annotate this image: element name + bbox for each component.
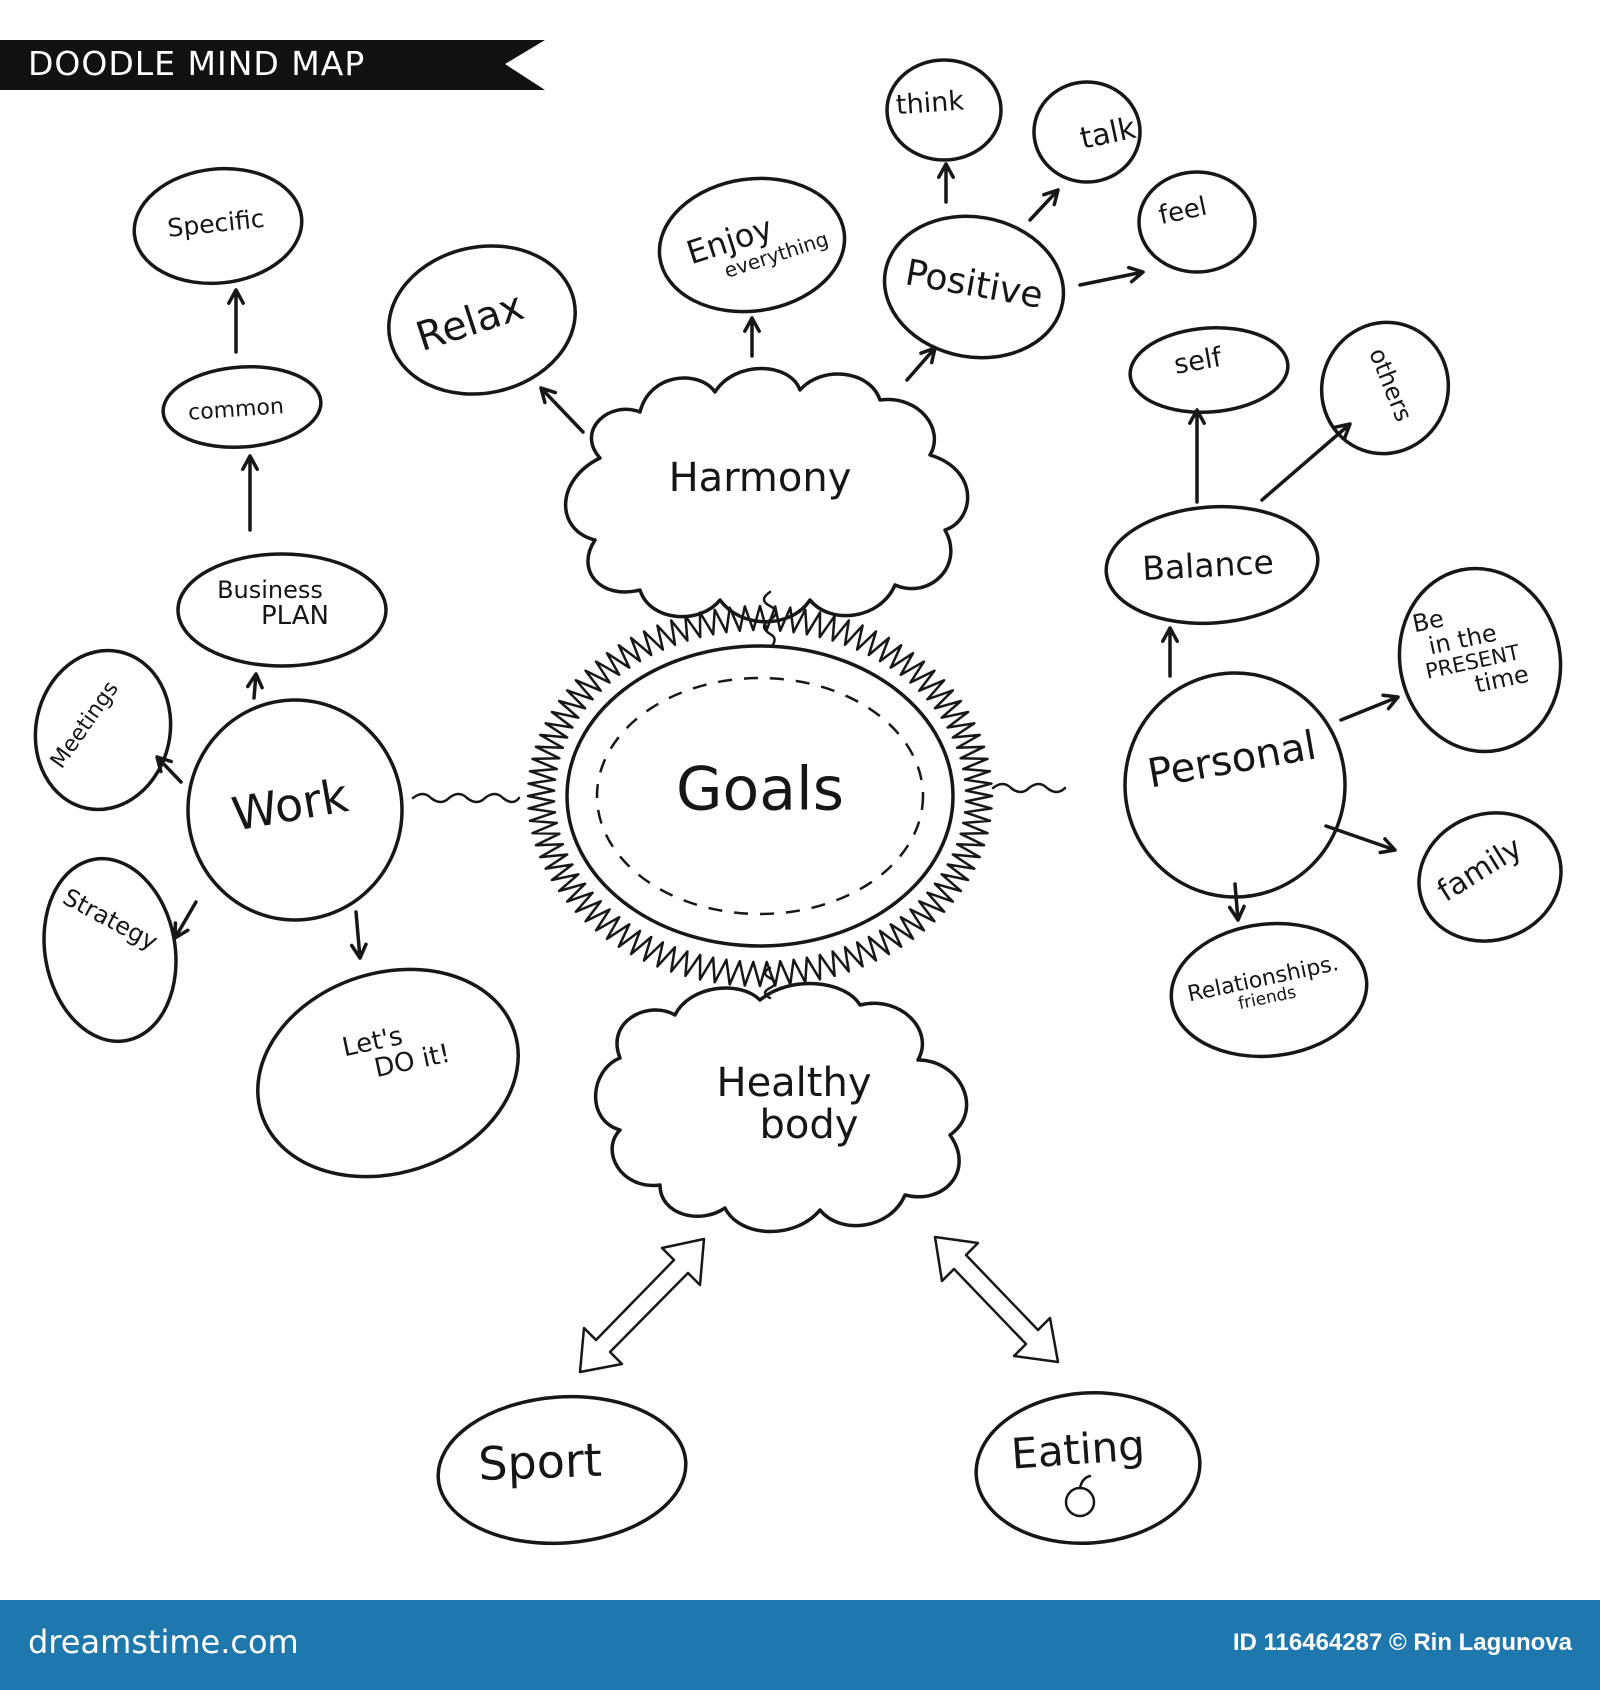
arrow-personal-present xyxy=(1339,693,1400,722)
arrow-work-business xyxy=(245,672,264,700)
node-present: Be in the PRESENT time xyxy=(1409,591,1531,708)
healthy-eating-double-arrow xyxy=(933,1235,1060,1364)
arrow-harmony-relax xyxy=(539,386,585,434)
goals-healthy-squiggle xyxy=(763,966,777,1000)
present-ellipse xyxy=(1397,566,1563,754)
specific-ellipse xyxy=(132,166,304,286)
arrow-business-common xyxy=(241,454,259,532)
node-balance: Balance xyxy=(1141,542,1275,589)
others-ellipse xyxy=(1319,320,1451,456)
family-ellipse xyxy=(1417,811,1563,943)
node-sport: Sport xyxy=(477,1432,603,1491)
connector-arrows xyxy=(155,162,1400,960)
self-ellipse xyxy=(1128,325,1290,415)
arrow-positive-think xyxy=(937,162,955,204)
goals-sunburst xyxy=(526,604,994,988)
arrow-balance-self xyxy=(1188,408,1206,504)
work-circle xyxy=(186,698,404,922)
meetings-ellipse xyxy=(33,648,173,812)
node-business-plan-line2: PLAN xyxy=(261,600,329,631)
lets-do-it-ellipse xyxy=(256,967,520,1179)
goals-personal-squiggle xyxy=(991,782,1067,794)
arrow-personal-relationships xyxy=(1227,882,1246,922)
node-think: think xyxy=(894,85,965,122)
arrow-personal-family xyxy=(1324,824,1397,855)
goals-outer-ellipse xyxy=(565,644,955,948)
feel-ellipse xyxy=(1137,170,1257,274)
enjoy-ellipse xyxy=(657,176,847,314)
apple-doodle xyxy=(1064,1486,1096,1518)
relationships-ellipse xyxy=(1169,921,1369,1059)
healthy-sport-double-arrow xyxy=(578,1237,706,1374)
arrow-harmony-positive xyxy=(905,346,937,382)
arrow-positive-feel xyxy=(1078,265,1145,287)
node-healthy-body-line1: Healthy xyxy=(716,1060,872,1106)
positive-ellipse xyxy=(882,214,1066,360)
node-goals: Goals xyxy=(676,754,844,825)
arrow-work-meetings xyxy=(155,755,183,784)
arrow-work-letsdoit xyxy=(349,910,368,960)
harmony-cloud xyxy=(563,366,970,624)
harmony-goals-squiggle xyxy=(762,590,778,648)
arrow-common-specific xyxy=(227,288,245,354)
arrow-balance-others xyxy=(1260,422,1352,502)
arrow-work-strategy xyxy=(173,900,198,940)
arrow-positive-talk xyxy=(1028,188,1060,222)
goals-dashed-ellipse xyxy=(595,676,925,916)
business-plan-ellipse xyxy=(176,552,388,668)
healthy-body-cloud xyxy=(593,981,969,1234)
node-eating: Eating xyxy=(1009,1420,1147,1479)
eating-ellipse xyxy=(974,1391,1202,1545)
footer-credit: ID 116464287 © Rin Lagunova xyxy=(1232,1629,1572,1656)
apple-stem xyxy=(1078,1474,1092,1490)
arrow-personal-balance xyxy=(1161,626,1179,678)
common-ellipse xyxy=(161,364,323,450)
talk-ellipse xyxy=(1032,80,1142,184)
work-goals-squiggle xyxy=(411,792,521,804)
diagram-title: DOODLE MIND MAP xyxy=(28,44,366,83)
title-banner-shape xyxy=(0,40,545,90)
arrow-harmony-enjoy xyxy=(743,316,761,358)
node-healthy-body-line2: body xyxy=(759,1102,859,1148)
footer-logo[interactable]: dreamstime.com xyxy=(28,1623,299,1661)
sport-ellipse xyxy=(436,1394,688,1546)
relax-ellipse xyxy=(387,244,577,396)
node-healthy-body: Healthy body xyxy=(716,1062,871,1146)
footer-bar: dreamstime.com ID 116464287 © Rin Laguno… xyxy=(0,1600,1600,1690)
strategy-ellipse xyxy=(42,856,178,1044)
node-business-plan-line1: Business xyxy=(217,575,323,604)
node-harmony: Harmony xyxy=(668,455,852,501)
balance-ellipse xyxy=(1104,504,1320,626)
think-ellipse xyxy=(885,58,1003,162)
node-business-plan: Business PLAN xyxy=(211,575,329,631)
mind-map-drawing xyxy=(0,40,1563,1546)
